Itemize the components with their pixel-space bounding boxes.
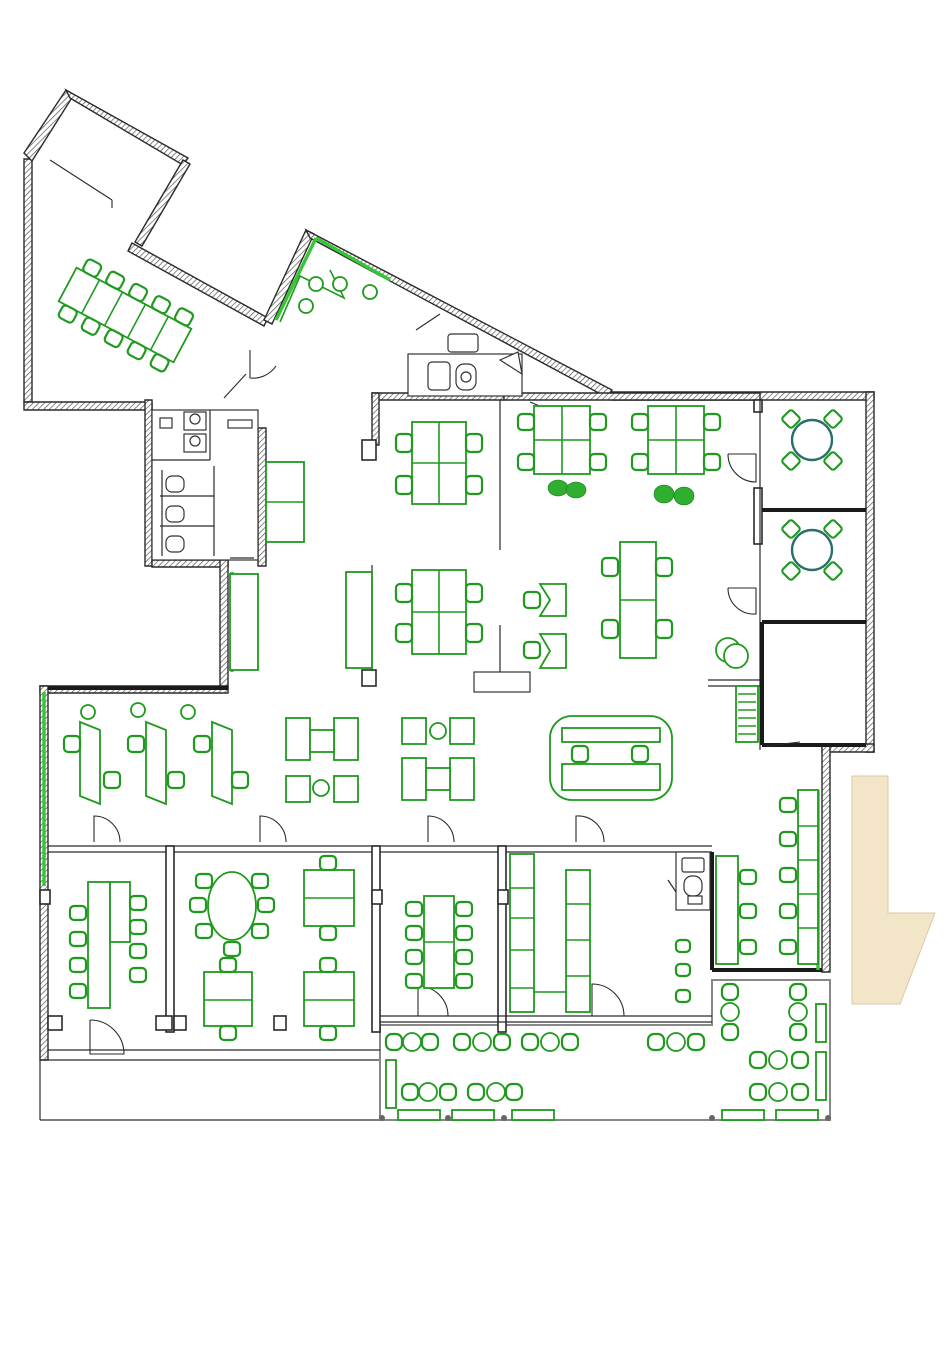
accessible-wc (407, 333, 523, 397)
lounge-set-b (401, 717, 475, 801)
desk-cluster-a (394, 421, 484, 505)
interior-walls (39, 399, 866, 1051)
meeting-room-3 (404, 895, 474, 990)
meeting-room-1 (68, 881, 148, 1009)
furniture (57, 258, 843, 1121)
hot-desks-west (62, 702, 250, 806)
desk-cluster-e (600, 541, 674, 659)
terrace (379, 979, 831, 1121)
plant-icon (547, 479, 695, 506)
desk-cluster-b (516, 405, 608, 475)
doors (49, 159, 801, 1055)
oval-meeting-room (188, 871, 276, 958)
neighbor-plot (851, 775, 936, 1005)
booth-sofa (549, 715, 673, 801)
south-outline (39, 1059, 380, 1121)
lounge-chairs (522, 583, 567, 669)
desk-cluster-d (394, 569, 484, 655)
nw-meeting-table (57, 258, 195, 373)
lobby-counter (279, 269, 378, 323)
east-corridor-desks (715, 789, 819, 965)
wc-southeast (667, 851, 711, 911)
sofa-central (345, 571, 373, 669)
planter-strip (735, 685, 759, 743)
terrace-seating (384, 982, 827, 1121)
storage-shelving (509, 853, 591, 1013)
small-desks (203, 854, 355, 1042)
round-table-south (781, 519, 843, 581)
round-table-north (781, 409, 843, 471)
lounge-set-a (285, 717, 359, 803)
toilet-block (151, 409, 259, 561)
bench-west (229, 573, 259, 671)
desk-cluster-c (630, 405, 722, 475)
